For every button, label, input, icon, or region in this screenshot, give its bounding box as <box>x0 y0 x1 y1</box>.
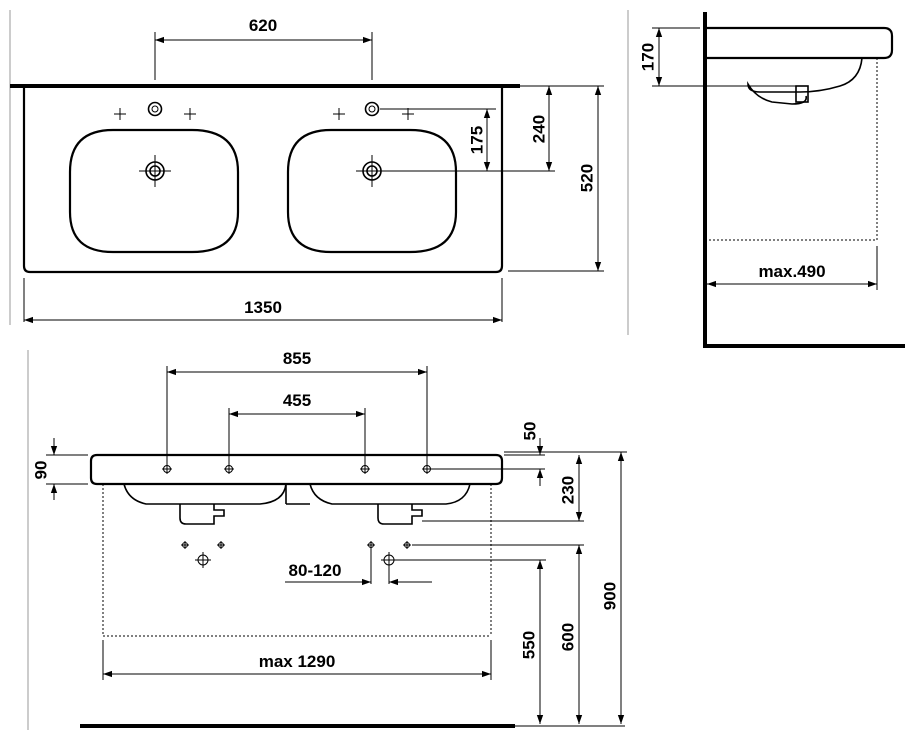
dim-trap-height: 600 <box>559 623 578 651</box>
dim-tap-spacing: 620 <box>249 16 277 35</box>
dim-waste-height: 550 <box>520 631 539 659</box>
tap-hole-left <box>114 101 196 120</box>
front-bowl-left <box>123 483 287 505</box>
basin-side-top <box>705 26 894 60</box>
dim-outlet: 230 <box>559 476 578 504</box>
drain-left <box>139 155 171 187</box>
dim-trap-range: 80-120 <box>289 561 342 580</box>
dim-max-width: max 1290 <box>259 652 336 671</box>
tap-hole-right <box>333 101 414 120</box>
wall-connections-left <box>181 541 225 568</box>
side-drain <box>795 85 809 103</box>
top-view: 620 1350 175 240 520 <box>10 16 604 324</box>
dim-rim: 90 <box>32 461 51 480</box>
basin-side-bowl <box>747 57 863 105</box>
front-trap-right <box>377 504 423 525</box>
front-bowl-right <box>309 483 471 505</box>
basin-front-rim <box>89 453 504 486</box>
dim-width: 1350 <box>244 298 282 317</box>
bowl-left <box>68 128 240 254</box>
drain-right <box>356 155 388 187</box>
wall-connections-right <box>367 541 411 568</box>
side-view: 170 max.490 <box>639 12 905 348</box>
front-view: 855 455 90 50 230 80-120 <box>32 349 627 728</box>
dim-side-height: 170 <box>639 43 658 71</box>
dim-max-depth: max.490 <box>758 262 825 281</box>
front-trap-left <box>179 504 225 525</box>
dim-depth: 520 <box>578 164 597 192</box>
dim-tap-to-waste: 175 <box>468 126 487 154</box>
dim-waste-to-back: 240 <box>530 115 549 143</box>
dim-install-height: 900 <box>601 582 620 610</box>
dim-outer-holes: 855 <box>283 349 311 368</box>
bowl-right <box>286 128 458 254</box>
basin-outline <box>22 86 504 274</box>
front-tap-holes <box>162 464 432 474</box>
dim-hole-from-top: 50 <box>521 422 540 441</box>
dim-inner-holes: 455 <box>283 391 311 410</box>
